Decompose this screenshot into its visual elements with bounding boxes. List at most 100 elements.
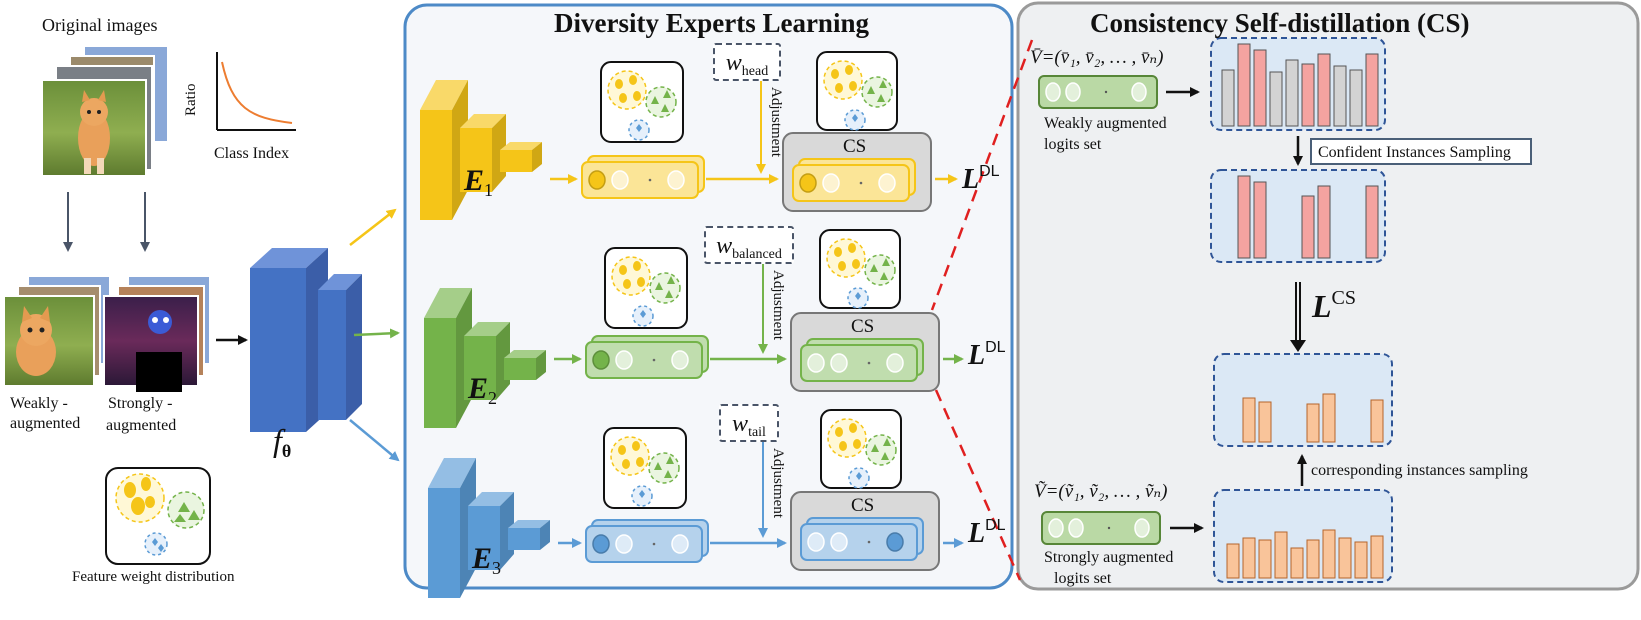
unselected-bar [1285, 59, 1299, 127]
backbone-f-theta [250, 248, 362, 432]
expert-feature-cluster [604, 247, 688, 329]
strong-bar [1274, 531, 1288, 579]
yellow-dot [619, 93, 627, 103]
yellow-dot [834, 247, 842, 257]
confident-bar [1317, 185, 1331, 259]
green-cluster [865, 434, 897, 466]
blue-diamond [639, 490, 645, 498]
yellow-dot [849, 81, 857, 91]
expert-logits [585, 519, 709, 563]
yellow-dot [636, 457, 644, 467]
ellipsis-dot [859, 181, 863, 185]
selected-strong-bar [1306, 403, 1320, 443]
feature-weight-label: Feature weight distribution [72, 569, 235, 585]
dl-loss-symbol: L [968, 340, 986, 371]
yellow-cluster [611, 256, 651, 296]
selected-strong-bar [1258, 401, 1272, 443]
logits-front-layer [800, 344, 918, 382]
unselected-bar [1349, 69, 1363, 127]
weight-subscript: tail [748, 425, 766, 440]
pill-body [1038, 75, 1158, 109]
confident-sampling-box: Confident Instances Sampling [1310, 138, 1532, 165]
yellow-dot [831, 69, 839, 79]
confident-bar [1253, 49, 1267, 127]
cs-label-3: CS [851, 495, 875, 516]
expert-row-3 [428, 409, 964, 598]
weight-symbol: w [732, 411, 749, 437]
expert-block-1 [420, 80, 542, 220]
logit [807, 353, 825, 373]
expert-feature-cluster [603, 427, 687, 509]
green-triangle [880, 272, 888, 280]
green-triangle [871, 444, 879, 452]
dl-loss-superscript: DL [985, 517, 1006, 534]
strong-bar [1306, 539, 1320, 579]
logit [807, 532, 825, 552]
green-triangle [881, 452, 889, 460]
logits-front-layer [800, 523, 918, 561]
green-triangle [883, 438, 891, 446]
green-cluster [645, 86, 677, 118]
mid-top [460, 114, 506, 128]
yellow-cluster [610, 436, 650, 476]
cs-feature-cluster [820, 409, 902, 489]
weak-set-formula: V̄=(v̄₁, v̄₂, … , v̄ₙ) [1030, 47, 1164, 68]
yellow-dot [615, 79, 623, 89]
corresponding-sampling-label: corresponding instances sampling [1311, 462, 1528, 479]
logit [830, 532, 848, 552]
strong-bar [1370, 535, 1384, 579]
logits-front-layer [581, 161, 699, 199]
cs-loss-label: LCS [1312, 288, 1356, 324]
confident-bar [1301, 195, 1315, 259]
pill-body [1041, 511, 1161, 545]
expert-feature-cluster [600, 61, 684, 143]
yellow-dot [623, 279, 631, 289]
green-cluster [864, 254, 896, 286]
strong-set-label-line1: Strongly augmented [1044, 549, 1174, 566]
weight-subscript: balanced [732, 247, 782, 262]
strong-bar [1242, 537, 1256, 579]
strong-set-label-line2: logits set [1054, 570, 1112, 587]
yellow-cluster [823, 60, 863, 100]
backbone-subscript: θ [281, 441, 292, 461]
strong-augmented-stack [103, 275, 211, 392]
selected-strong-bars-box [1213, 353, 1393, 447]
cs-loss-symbol: L [1312, 288, 1332, 324]
long-tail-ratio-chart [216, 52, 296, 131]
red-dashed-zoom-lines [930, 39, 1034, 581]
green-triangle [667, 276, 675, 284]
yellow-dot [835, 83, 843, 93]
dl-loss-symbol: L [968, 518, 986, 549]
blue-diamond [640, 310, 646, 318]
yellow-dot [848, 243, 856, 253]
strong-bar [1338, 537, 1352, 579]
strong-bar [1354, 541, 1368, 579]
mid-side [492, 114, 506, 192]
strong-logits-pill [1041, 511, 1161, 545]
expert-block-3 [428, 458, 550, 598]
strong-bar [1258, 539, 1272, 579]
green-triangle [877, 94, 885, 102]
weak-logits-pill [1038, 75, 1158, 109]
confident-bar [1237, 175, 1251, 259]
ratio-axis-label: Ratio [183, 83, 199, 117]
expert-block-2 [424, 288, 546, 428]
selected-strong-bar [1242, 397, 1256, 443]
unselected-bar [1333, 65, 1347, 127]
ellipsis-dot [652, 358, 656, 362]
green-triangle [882, 258, 890, 266]
yellow-dot [852, 259, 860, 269]
small-side [536, 350, 546, 380]
logits-front-layer [585, 341, 703, 379]
ellipsis-dot [867, 540, 871, 544]
weight-box-3: wtail [719, 404, 779, 442]
small-front [504, 358, 536, 380]
yellow-dot [839, 441, 847, 451]
small-side [540, 520, 550, 550]
logits-front-layer [792, 164, 910, 202]
consistency-title: Consistency Self-distillation (CS) [1090, 8, 1470, 38]
dl-loss-symbol: L [962, 164, 980, 195]
strong-set-formula: Ṽ=(ṽ₁, ṽ₂, … , ṽₙ) [1034, 481, 1168, 502]
logit [830, 353, 848, 373]
yellow-dot [619, 265, 627, 275]
